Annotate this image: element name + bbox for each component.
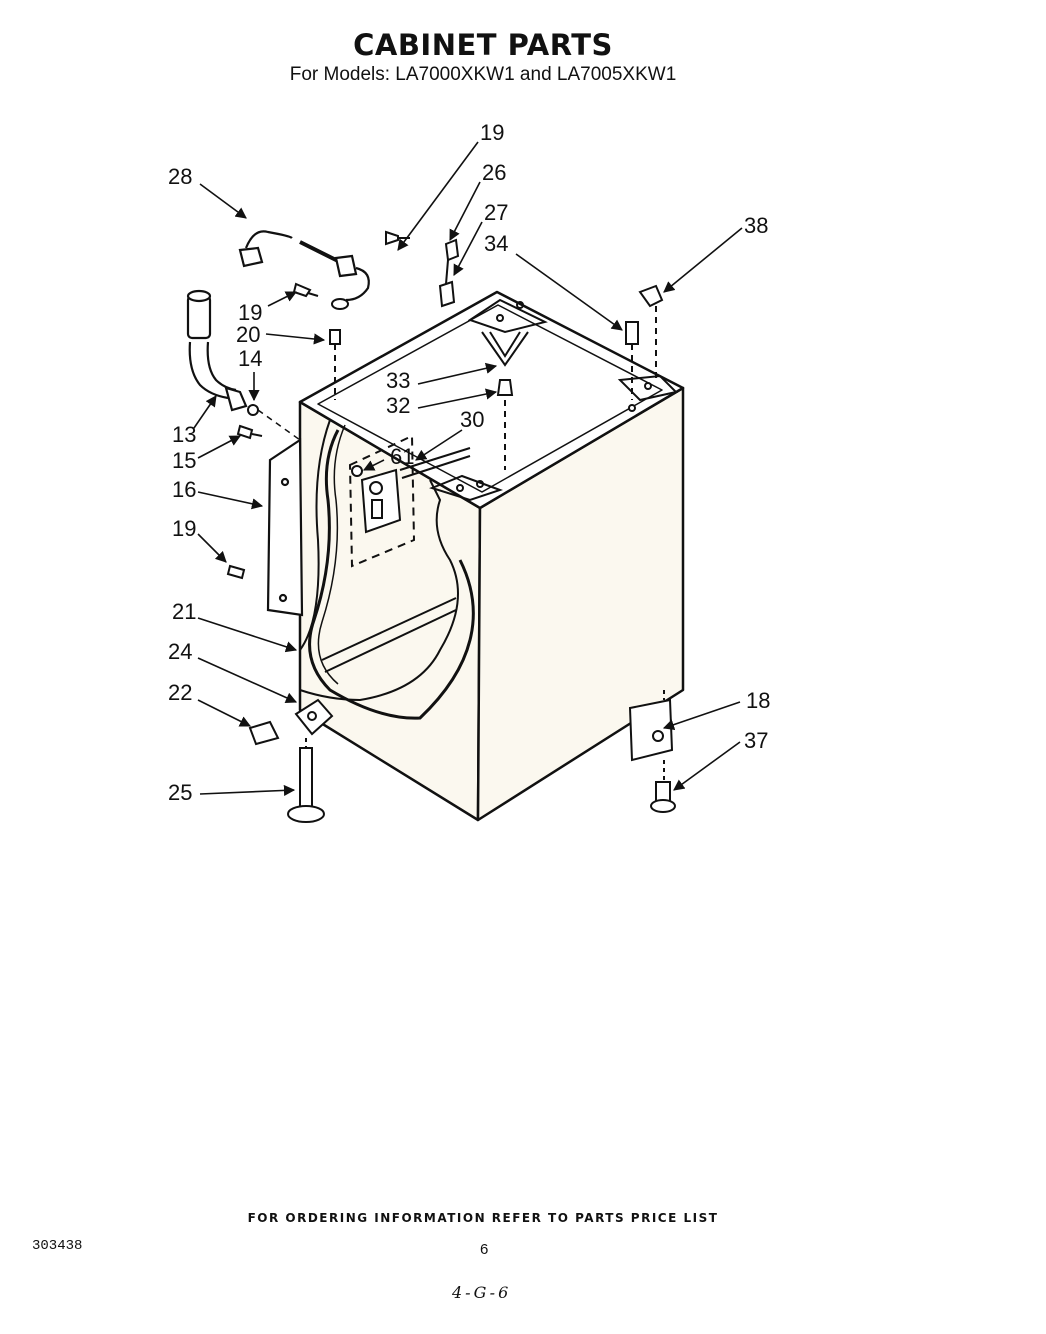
page-title: CABINET PARTS: [353, 28, 613, 62]
callout-28: 28: [168, 164, 192, 189]
callout-34: 34: [484, 231, 508, 256]
callout-32: 32: [386, 393, 410, 418]
models-subtitle: For Models: LA7000XKW1 and LA7005XKW1: [289, 64, 677, 85]
cabinet-top-inner: [317, 304, 663, 493]
mounting-bracket: [266, 437, 304, 617]
screws: [226, 230, 410, 580]
callout-19-top: 19: [480, 120, 504, 145]
right-top-parts: [625, 284, 664, 412]
callout-30: 30: [460, 407, 484, 432]
callout-24: 24: [168, 639, 192, 664]
callout-38: 38: [744, 213, 768, 238]
clamp-ring: [331, 298, 349, 310]
v-brace: [481, 331, 529, 470]
cabinet-cutaway: [299, 419, 459, 702]
top-corner-brackets: [429, 298, 678, 502]
retaining-clip: [438, 238, 460, 308]
callout-37: 37: [744, 728, 768, 753]
callout-14: 14: [238, 346, 262, 371]
control-box: [348, 434, 471, 568]
callout-15: 15: [172, 448, 196, 473]
front-foot: [628, 690, 676, 813]
callout-19-mid: 19: [172, 516, 196, 541]
callout-21: 21: [172, 599, 196, 624]
fastener-61: [351, 465, 363, 477]
document-number: 303438: [32, 1238, 83, 1254]
callout-22: 22: [168, 680, 192, 705]
callout-13: 13: [172, 422, 196, 447]
leveling-leg: [287, 738, 325, 823]
bumper: [496, 379, 514, 396]
callout-18: 18: [746, 688, 770, 713]
callout-26: 26: [482, 160, 506, 185]
drain-hose: [186, 289, 248, 412]
callout-16: 16: [172, 477, 196, 502]
callout-25: 25: [168, 780, 192, 805]
leg-bracket: [248, 698, 334, 746]
callout-33: 33: [386, 368, 410, 393]
clamp-14: [247, 404, 259, 416]
callout-20: 20: [236, 322, 260, 347]
callout-19-left: 19: [238, 300, 262, 325]
cabinet: [298, 290, 685, 822]
handwritten-note: 4-G-6: [452, 1283, 512, 1302]
inlet-hose: [238, 230, 370, 302]
page-number: 6: [480, 1241, 489, 1258]
wire-harness: [308, 429, 475, 720]
callout-61: 61: [390, 444, 414, 469]
ordering-note: FOR ORDERING INFORMATION REFER TO PARTS …: [247, 1211, 719, 1225]
front-brace: [321, 597, 457, 673]
callout-27: 27: [484, 200, 508, 225]
